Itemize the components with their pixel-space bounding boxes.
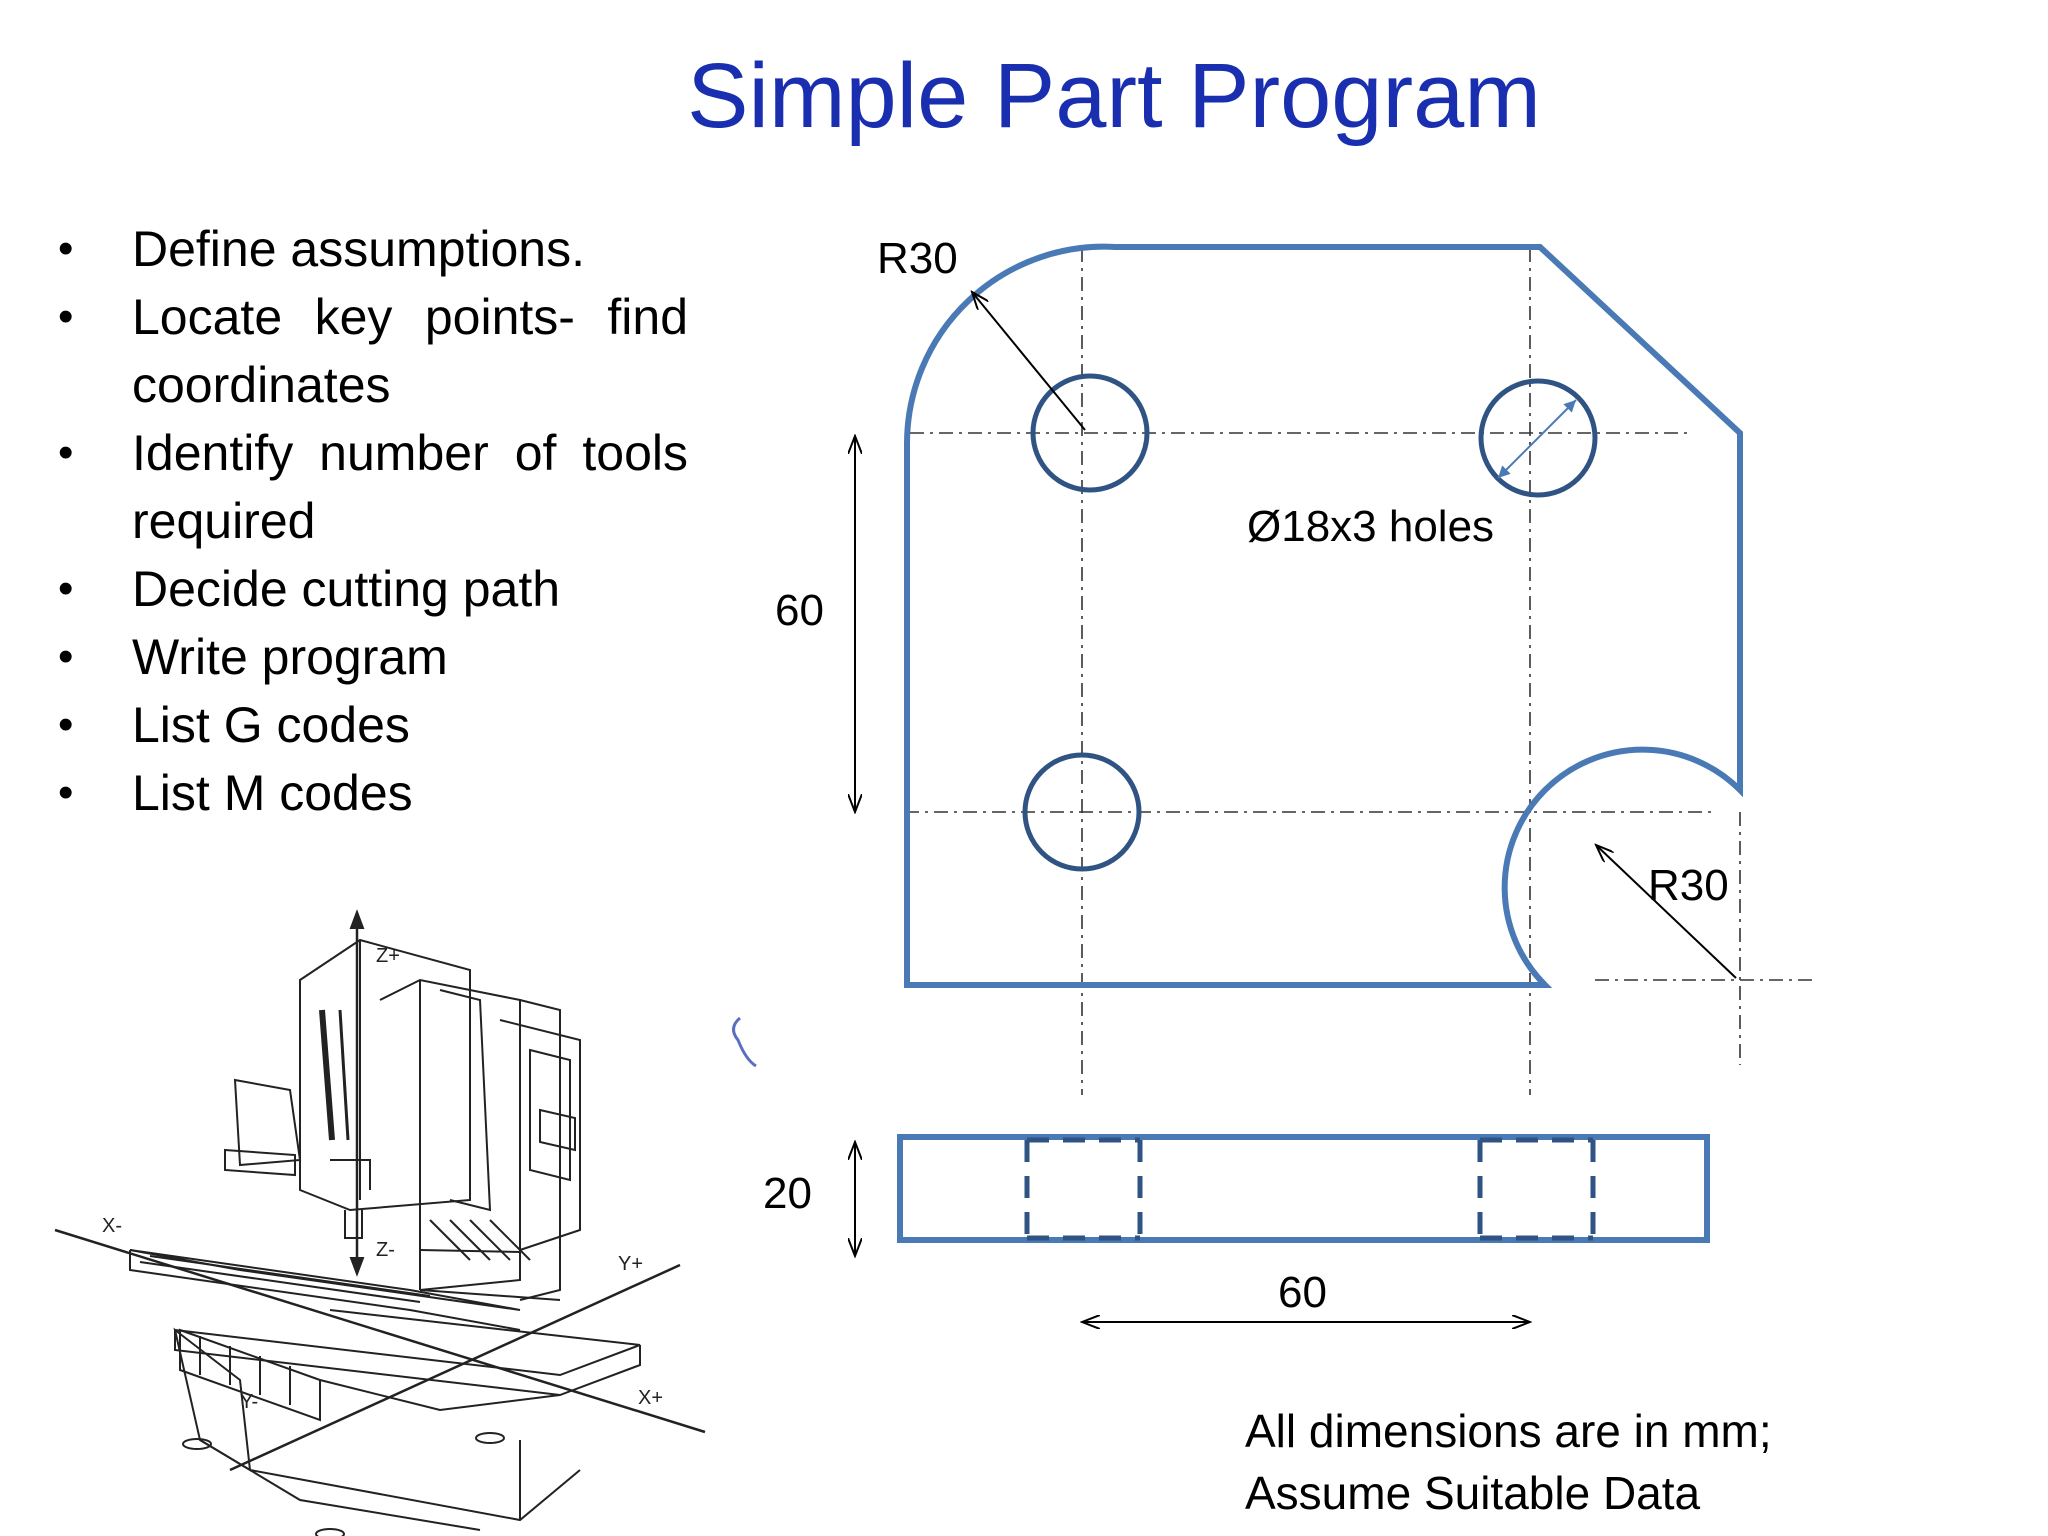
bullet-item: Write program (52, 623, 688, 691)
note-line-assume: Assume Suitable Data (1245, 1467, 1701, 1519)
milling-machine-illustration (54, 909, 706, 1536)
hole-bottom-left (1022, 752, 1142, 872)
axis-label-x-plus: X+ (638, 1387, 663, 1409)
radius-leader-top-left (972, 292, 1086, 431)
diameter-arrow (1497, 399, 1577, 479)
part-side-view (897, 1134, 1710, 1243)
note-line-units: All dimensions are in mm; (1245, 1405, 1772, 1457)
hole-top-left (1030, 373, 1150, 493)
bullet-item: List M codes (52, 759, 688, 827)
axis-label-y-plus: Y+ (618, 1253, 643, 1275)
radius-leader-bottom-right (1596, 845, 1737, 979)
axis-label-x-minus: X- (102, 1215, 122, 1237)
dimension-label-vertical-60: 60 (775, 586, 824, 635)
axis-label-y-minus: Y- (240, 1391, 258, 1413)
axis-label-z-minus: Z- (376, 1239, 395, 1261)
bullet-item: Define assumptions. (52, 215, 688, 283)
bullet-item: Identify number of tools required (52, 419, 688, 555)
radius-label-bottom-right: R30 (1648, 861, 1729, 910)
hidden-hole-lines (1024, 1137, 1596, 1241)
slide-title: Simple Part Program (687, 45, 1541, 147)
stray-mark (732, 1016, 757, 1068)
axis-label-z-plus: Z+ (376, 945, 400, 967)
dimension-label-horizontal-60: 60 (1278, 1268, 1327, 1317)
holes-label: Ø18x3 holes (1247, 502, 1494, 551)
machine-axis-labels: Z+ Z- X- X+ Y+ Y- (102, 945, 663, 1413)
bullet-item: Locate key points- find coordinates (52, 283, 688, 419)
radius-label-top-left: R30 (877, 234, 958, 283)
bullet-item: List G codes (52, 691, 688, 759)
dimensions-note: All dimensions are in mm; Assume Suitabl… (1245, 1400, 1772, 1524)
bullet-item: Decide cutting path (52, 555, 688, 623)
dimension-label-thickness-20: 20 (763, 1169, 812, 1218)
bullet-list: Define assumptions. Locate key points- f… (52, 215, 688, 827)
part-outline-top-view (904, 243, 1743, 988)
hole-top-right (1478, 378, 1598, 498)
